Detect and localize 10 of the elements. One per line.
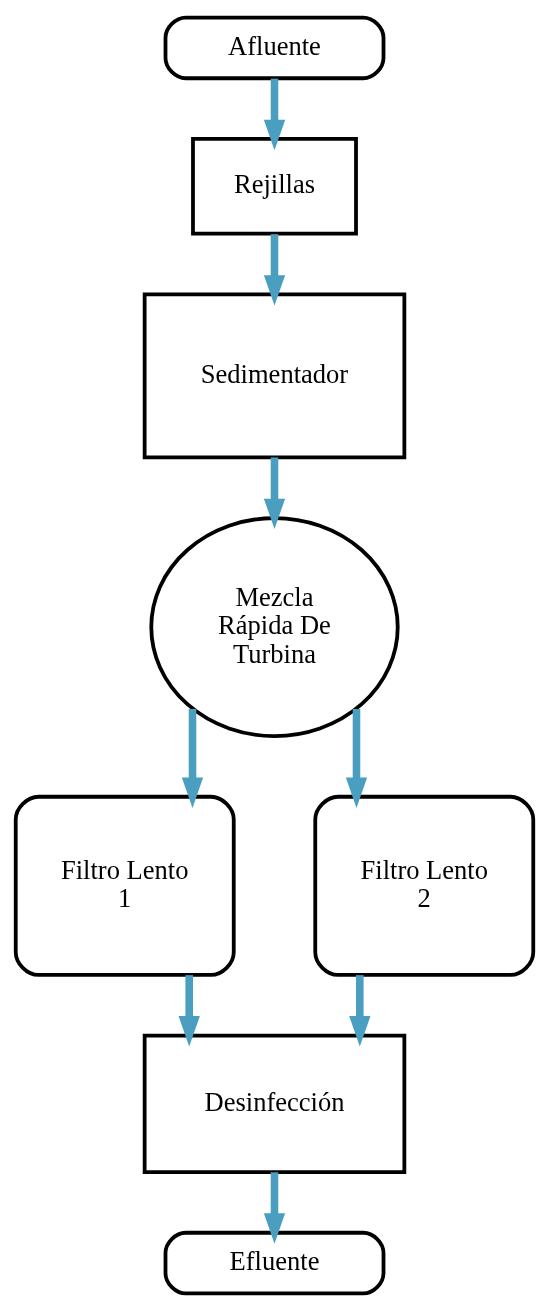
node-ellipse: Mezcla Rápida De Turbina: [149, 516, 400, 738]
arrow: [181, 708, 204, 808]
node-box: Filtro Lento 2: [313, 794, 536, 977]
node-box: Sedimentador: [142, 292, 407, 460]
node-box: Filtro Lento 1: [13, 794, 236, 977]
node-box: Efluente: [163, 1230, 386, 1296]
node-box: Desinfección: [142, 1033, 407, 1174]
node-box: Rejillas: [191, 137, 358, 236]
arrow: [345, 708, 368, 808]
node-box: Afluente: [163, 15, 386, 81]
